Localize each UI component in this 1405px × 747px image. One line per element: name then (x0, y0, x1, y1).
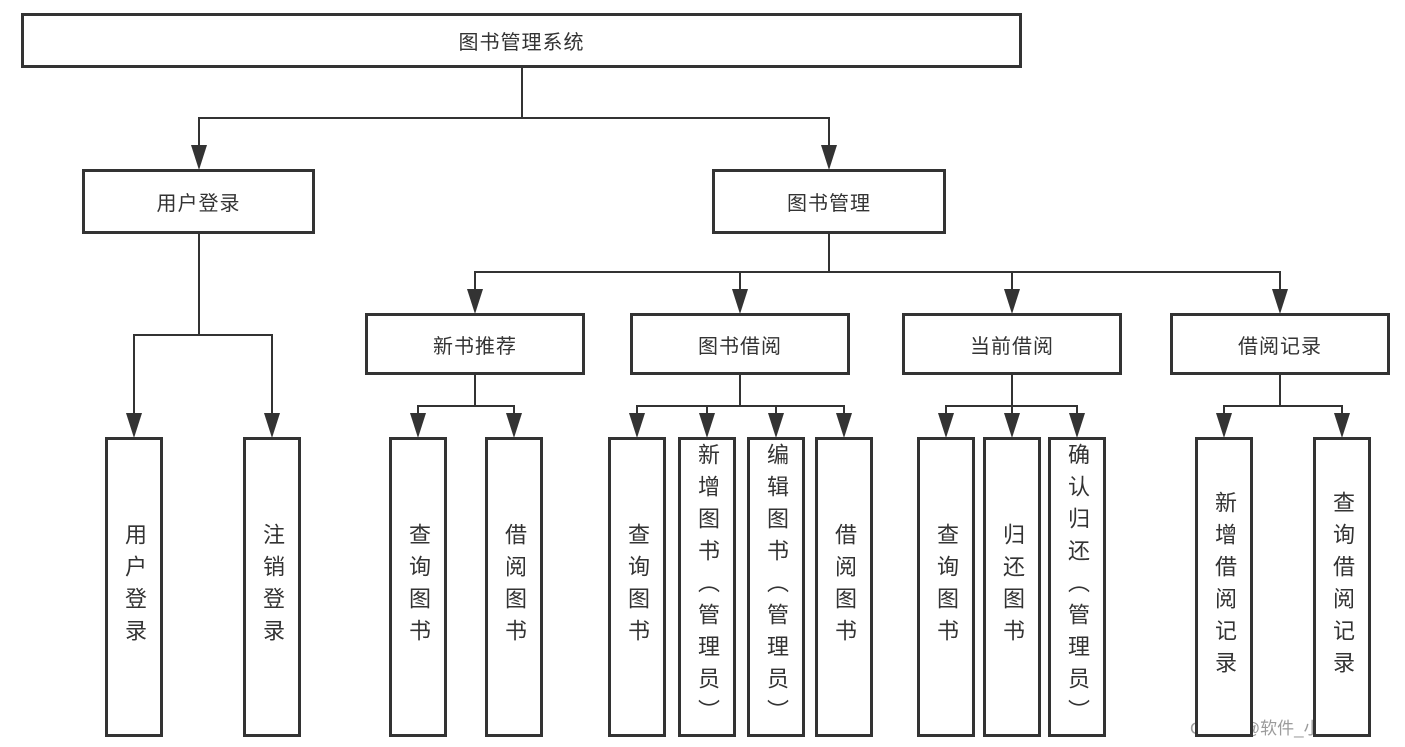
node-bw-query: 查询图书 (608, 437, 666, 737)
node-rec-query: 查询借阅记录 (1313, 437, 1371, 737)
node-label: 借阅图书 (502, 523, 527, 651)
node-label: 用户登录 (156, 193, 241, 215)
connector-line (706, 406, 708, 416)
node-label: 图书管理 (787, 193, 871, 215)
connector-line (843, 406, 845, 416)
arrow-down-icon (1334, 413, 1350, 438)
node-label: 图书借阅 (698, 335, 782, 358)
node-label: 借阅图书 (832, 523, 857, 651)
connector-line (1011, 272, 1013, 292)
connector-line (1279, 272, 1281, 292)
connector-line (1279, 375, 1281, 406)
arrow-down-icon (467, 289, 483, 314)
arrow-down-icon (768, 413, 784, 438)
node-label: 归还图书 (1000, 523, 1025, 651)
node-label: 新增借阅记录 (1212, 491, 1237, 683)
node-bw-borrow: 借阅图书 (815, 437, 873, 737)
arrow-down-icon (190, 145, 207, 170)
node-login-logout: 注销登录 (243, 437, 301, 737)
connector-line (1011, 406, 1013, 416)
connector-line (133, 334, 273, 336)
node-current: 当前借阅 (902, 313, 1122, 375)
connector-line (417, 405, 515, 407)
connector-line (520, 68, 523, 118)
connector-line (828, 234, 830, 272)
node-label: 查询借阅记录 (1330, 491, 1355, 683)
connector-line (1076, 406, 1078, 416)
node-bw-add: 新增图书（管理员） (678, 437, 736, 737)
connector-line (197, 234, 200, 335)
node-nb-borrow: 借阅图书 (485, 437, 543, 737)
connector-line (636, 405, 845, 407)
connector-line (474, 375, 476, 406)
node-login-user: 用户登录 (105, 437, 163, 737)
node-mgmt: 图书管理 (712, 169, 946, 234)
arrow-down-icon (264, 413, 280, 438)
node-label: 查询图书 (406, 523, 431, 651)
connector-line (1223, 405, 1343, 407)
node-label: 借阅记录 (1238, 335, 1322, 358)
connector-line (828, 118, 830, 148)
connector-line (739, 272, 741, 292)
arrow-down-icon (1216, 413, 1232, 438)
node-label: 用户登录 (122, 523, 147, 651)
node-newbook: 新书推荐 (365, 313, 585, 375)
arrow-down-icon (732, 289, 748, 314)
connector-line (474, 272, 476, 292)
arrow-down-icon (836, 413, 852, 438)
node-login: 用户登录 (82, 169, 315, 234)
node-label: 查询图书 (625, 523, 650, 651)
connector-line (1341, 406, 1343, 416)
node-label: 编辑图书（管理员） (764, 443, 789, 731)
connector-line (945, 406, 947, 416)
node-label: 确认归还（管理员） (1065, 443, 1090, 731)
node-label: 新增图书（管理员） (695, 443, 720, 731)
node-cur-confirm: 确认归还（管理员） (1048, 437, 1106, 737)
node-rec-add: 新增借阅记录 (1195, 437, 1253, 737)
node-records: 借阅记录 (1170, 313, 1390, 375)
arrow-down-icon (1272, 289, 1288, 314)
arrow-down-icon (1004, 413, 1020, 438)
arrow-down-icon (1004, 289, 1020, 314)
connector-line (271, 335, 273, 416)
arrow-down-icon (629, 413, 645, 438)
connector-line (1011, 375, 1013, 406)
arrow-down-icon (699, 413, 715, 438)
node-bw-edit: 编辑图书（管理员） (747, 437, 805, 737)
connector-line (474, 271, 1281, 273)
arrow-down-icon (410, 413, 426, 438)
node-root: 图书管理系统 (21, 13, 1022, 68)
connector-line (513, 406, 515, 416)
connector-line (739, 375, 741, 406)
arrow-down-icon (938, 413, 954, 438)
node-cur-query: 查询图书 (917, 437, 975, 737)
node-label: 查询图书 (934, 523, 959, 651)
connector-line (775, 406, 777, 416)
arrow-down-icon (126, 413, 142, 438)
node-label: 新书推荐 (433, 335, 517, 358)
connector-line (417, 406, 419, 416)
node-nb-query: 查询图书 (389, 437, 447, 737)
node-label: 注销登录 (260, 523, 285, 651)
node-cur-return: 归还图书 (983, 437, 1041, 737)
arrow-down-icon (506, 413, 522, 438)
node-label: 图书管理系统 (458, 32, 585, 54)
connector-line (1223, 406, 1225, 416)
connector-line (636, 406, 638, 416)
arrow-down-icon (1069, 413, 1085, 438)
connector-line (133, 335, 135, 416)
node-label: 当前借阅 (970, 335, 1054, 358)
connector-line (197, 118, 200, 148)
connector-line (197, 117, 830, 119)
node-borrow: 图书借阅 (630, 313, 850, 375)
arrow-down-icon (821, 145, 837, 170)
